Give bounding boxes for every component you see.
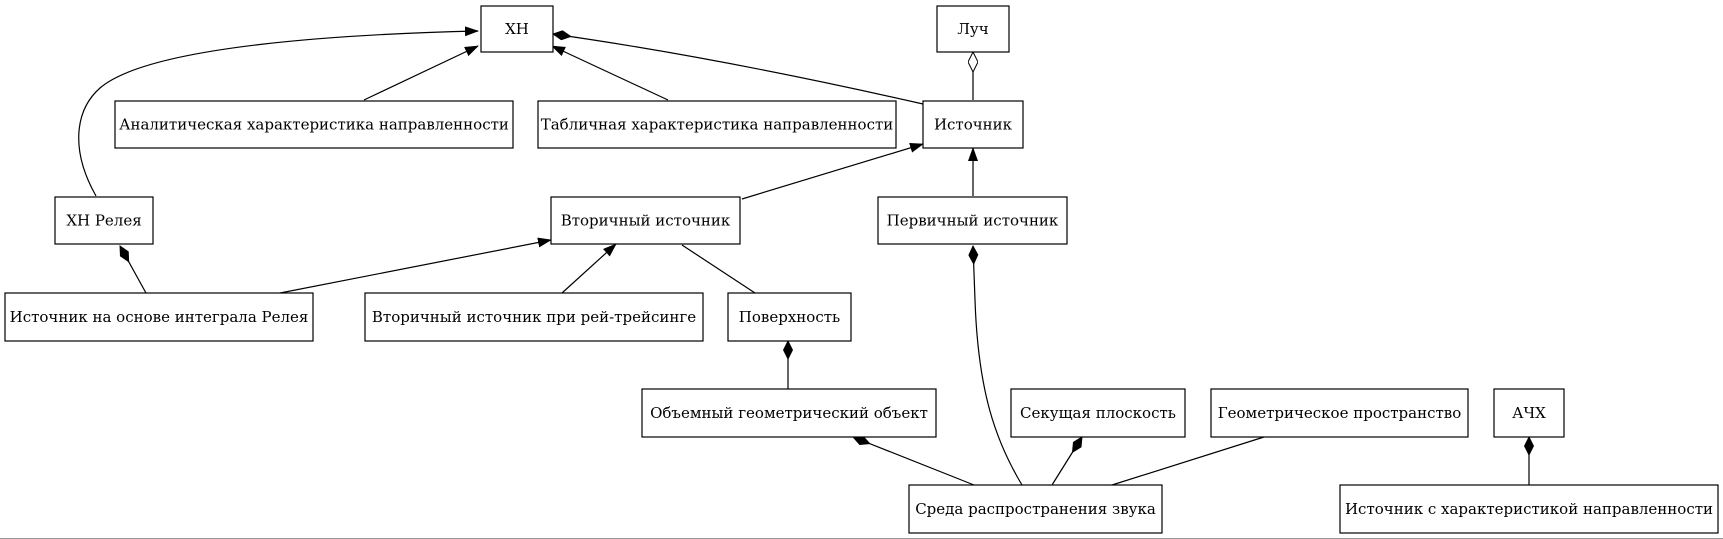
node-label: Секущая плоскость: [1020, 404, 1176, 422]
edge-sreda-to-pervichny: [968, 245, 1023, 486]
node-obemny[interactable]: Объемный геометрический объект: [641, 388, 937, 438]
node-label: АЧХ: [1512, 404, 1546, 422]
edge-vtor-ray-to-vtorichny: [561, 243, 617, 294]
edges: [78, 26, 1534, 486]
node-luch[interactable]: Луч: [936, 5, 1010, 53]
node-label: Вторичный источник при рей-трейсинге: [372, 308, 696, 326]
node-label: Среда распространения звука: [915, 500, 1156, 518]
node-label: Источник с характеристикой направленност…: [1345, 500, 1713, 518]
edge-sreda-to-obemny: [852, 435, 975, 486]
edge-integral-to-vtorichny: [279, 237, 552, 294]
node-label: Луч: [957, 20, 988, 38]
node-istochnik[interactable]: Источник: [922, 100, 1024, 149]
node-ach[interactable]: АЧХ: [1493, 388, 1565, 438]
edge-integral-to-xn-releya: [119, 245, 147, 294]
node-label: Табличная характеристика направленности: [541, 116, 894, 134]
edge-vtorichny-to-istochnik: [741, 142, 924, 200]
node-analit[interactable]: Аналитическая характеристика направленно…: [114, 100, 514, 149]
node-xn-releya[interactable]: ХН Релея: [54, 196, 154, 245]
node-label: ХН Релея: [66, 212, 141, 230]
node-poverhnost[interactable]: Поверхность: [727, 292, 852, 342]
node-label: Источник на основе интеграла Релея: [10, 308, 309, 326]
edge-sreda-to-geom-prostr: [1111, 436, 1265, 486]
node-xn[interactable]: ХН: [480, 5, 554, 53]
node-ist-integral[interactable]: Источник на основе интеграла Релея: [4, 292, 314, 342]
node-label: Объемный геометрический объект: [650, 404, 928, 422]
edge-istochnik-to-xn: [552, 30, 924, 105]
node-label: Источник: [934, 116, 1013, 134]
node-label: Первичный источник: [887, 212, 1059, 230]
node-label: Аналитическая характеристика направленно…: [119, 116, 509, 134]
node-sreda[interactable]: Среда распространения звука: [908, 484, 1163, 534]
edge-xn-releya-to-xn: [78, 26, 479, 197]
edge-vtorichny-to-poverhnost: [681, 244, 756, 294]
node-geom-prostr[interactable]: Геометрическое пространство: [1210, 388, 1469, 438]
node-vtorichny[interactable]: Вторичный источник: [550, 196, 741, 245]
node-sekushaya[interactable]: Секущая плоскость: [1010, 388, 1186, 438]
edge-analit-to-xn: [363, 45, 479, 101]
node-pervichny[interactable]: Первичный источник: [877, 196, 1068, 245]
node-label: Вторичный источник: [561, 212, 731, 230]
nodes: ХН Луч Аналитическая характеристика напр…: [4, 5, 1719, 534]
edge-sreda-to-sekushaya: [1051, 436, 1083, 486]
edge-tabl-to-xn: [551, 45, 669, 101]
node-vtor-ray[interactable]: Вторичный источник при рей-трейсинге: [364, 292, 704, 342]
node-ist-xn[interactable]: Источник с характеристикой направленност…: [1339, 484, 1719, 534]
node-label: Геометрическое пространство: [1218, 404, 1462, 422]
node-label: Поверхность: [739, 308, 840, 326]
node-tabl[interactable]: Табличная характеристика направленности: [537, 100, 897, 149]
node-label: ХН: [505, 20, 529, 38]
